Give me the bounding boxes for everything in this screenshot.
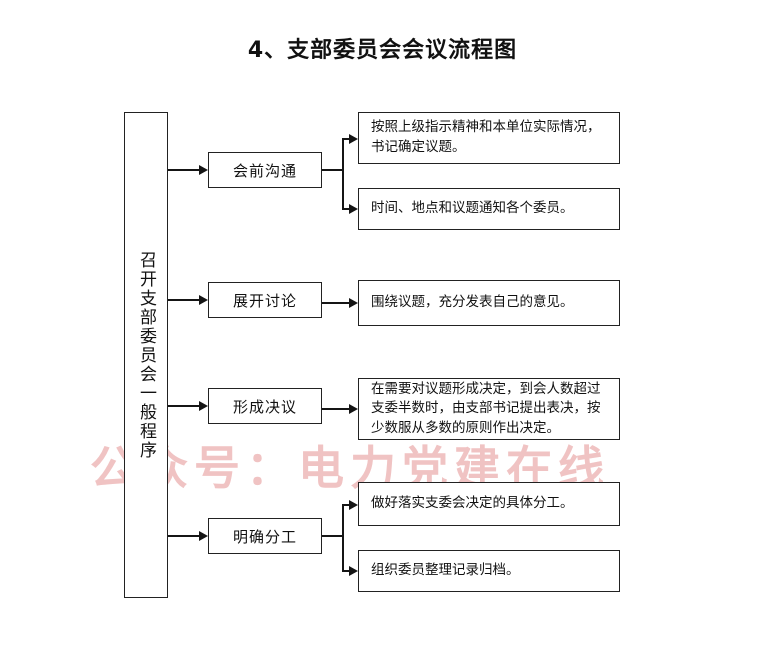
detail-box-1[interactable]: 按照上级指示精神和本单位实际情况，书记确定议题。: [358, 112, 620, 164]
connector-stage-2-to-d3: [322, 302, 350, 305]
stage-label: 明确分工: [232, 527, 297, 546]
detail-box-2[interactable]: 时间、地点和议题通知各个委员。: [358, 188, 620, 230]
connector-stage-4-stem: [322, 535, 344, 538]
arrowhead-stage-4-to-d6: [349, 565, 358, 576]
detail-text: 时间、地点和议题通知各个委员。: [371, 200, 574, 217]
stage-box-hui-qian-gou-tong[interactable]: 会前沟通: [208, 152, 322, 188]
arrowhead-trunk-to-stage-3: [199, 400, 208, 411]
connector-stage-4-to-d6: [342, 570, 350, 573]
detail-box-3[interactable]: 围绕议题，充分发表自己的意见。: [358, 280, 620, 326]
stage-box-xing-cheng-jue-yi[interactable]: 形成决议: [208, 388, 322, 424]
stage-box-zhan-kai-tao-lun[interactable]: 展开讨论: [208, 282, 322, 318]
stage-box-ming-que-fen-gong[interactable]: 明确分工: [208, 518, 322, 554]
arrowhead-stage-1-to-d1: [349, 133, 358, 144]
detail-text: 在需要对议题形成决定，到会人数超过支委半数时，由支部书记提出表决，按少数服从多数…: [371, 380, 601, 436]
connector-stage-1-spine: [342, 138, 345, 208]
arrowhead-stage-4-to-d5: [349, 499, 358, 510]
connector-stage-1-stem: [322, 169, 344, 172]
connector-stage-1-to-d1: [342, 138, 350, 141]
arrowhead-trunk-to-stage-4: [199, 530, 208, 541]
trunk-label: 召开支部委员会一般程序: [136, 250, 156, 460]
connector-stage-4-to-d5: [342, 504, 350, 507]
detail-text: 围绕议题，充分发表自己的意见。: [371, 294, 574, 311]
connector-stage-3-to-d4: [322, 408, 350, 411]
detail-text: 按照上级指示精神和本单位实际情况，书记确定议题。: [371, 119, 601, 155]
arrowhead-stage-2-to-d3: [349, 297, 358, 308]
connector-trunk-to-stage-3: [168, 405, 199, 408]
stage-label: 展开讨论: [232, 291, 297, 310]
connector-trunk-to-stage-2: [168, 299, 199, 302]
trunk-box: 召开支部委员会一般程序: [124, 112, 168, 598]
connector-trunk-to-stage-1: [168, 169, 199, 172]
detail-box-6[interactable]: 组织委员整理记录归档。: [358, 550, 620, 592]
detail-box-4[interactable]: 在需要对议题形成决定，到会人数超过支委半数时，由支部书记提出表决，按少数服从多数…: [358, 378, 620, 440]
connector-stage-1-to-d2: [342, 208, 350, 211]
stage-label: 会前沟通: [232, 161, 297, 180]
detail-text: 做好落实支委会决定的具体分工。: [371, 495, 574, 512]
arrowhead-stage-1-to-d2: [349, 203, 358, 214]
page-title: 4、支部委员会会议流程图: [247, 38, 518, 63]
stage-label: 形成决议: [232, 397, 297, 416]
connector-stage-4-spine: [342, 504, 345, 572]
detail-box-5[interactable]: 做好落实支委会决定的具体分工。: [358, 482, 620, 526]
arrowhead-trunk-to-stage-2: [199, 294, 208, 305]
arrowhead-trunk-to-stage-1: [199, 164, 208, 175]
detail-text: 组织委员整理记录归档。: [371, 562, 520, 579]
connector-trunk-to-stage-4: [168, 535, 199, 538]
arrowhead-stage-3-to-d4: [349, 403, 358, 414]
